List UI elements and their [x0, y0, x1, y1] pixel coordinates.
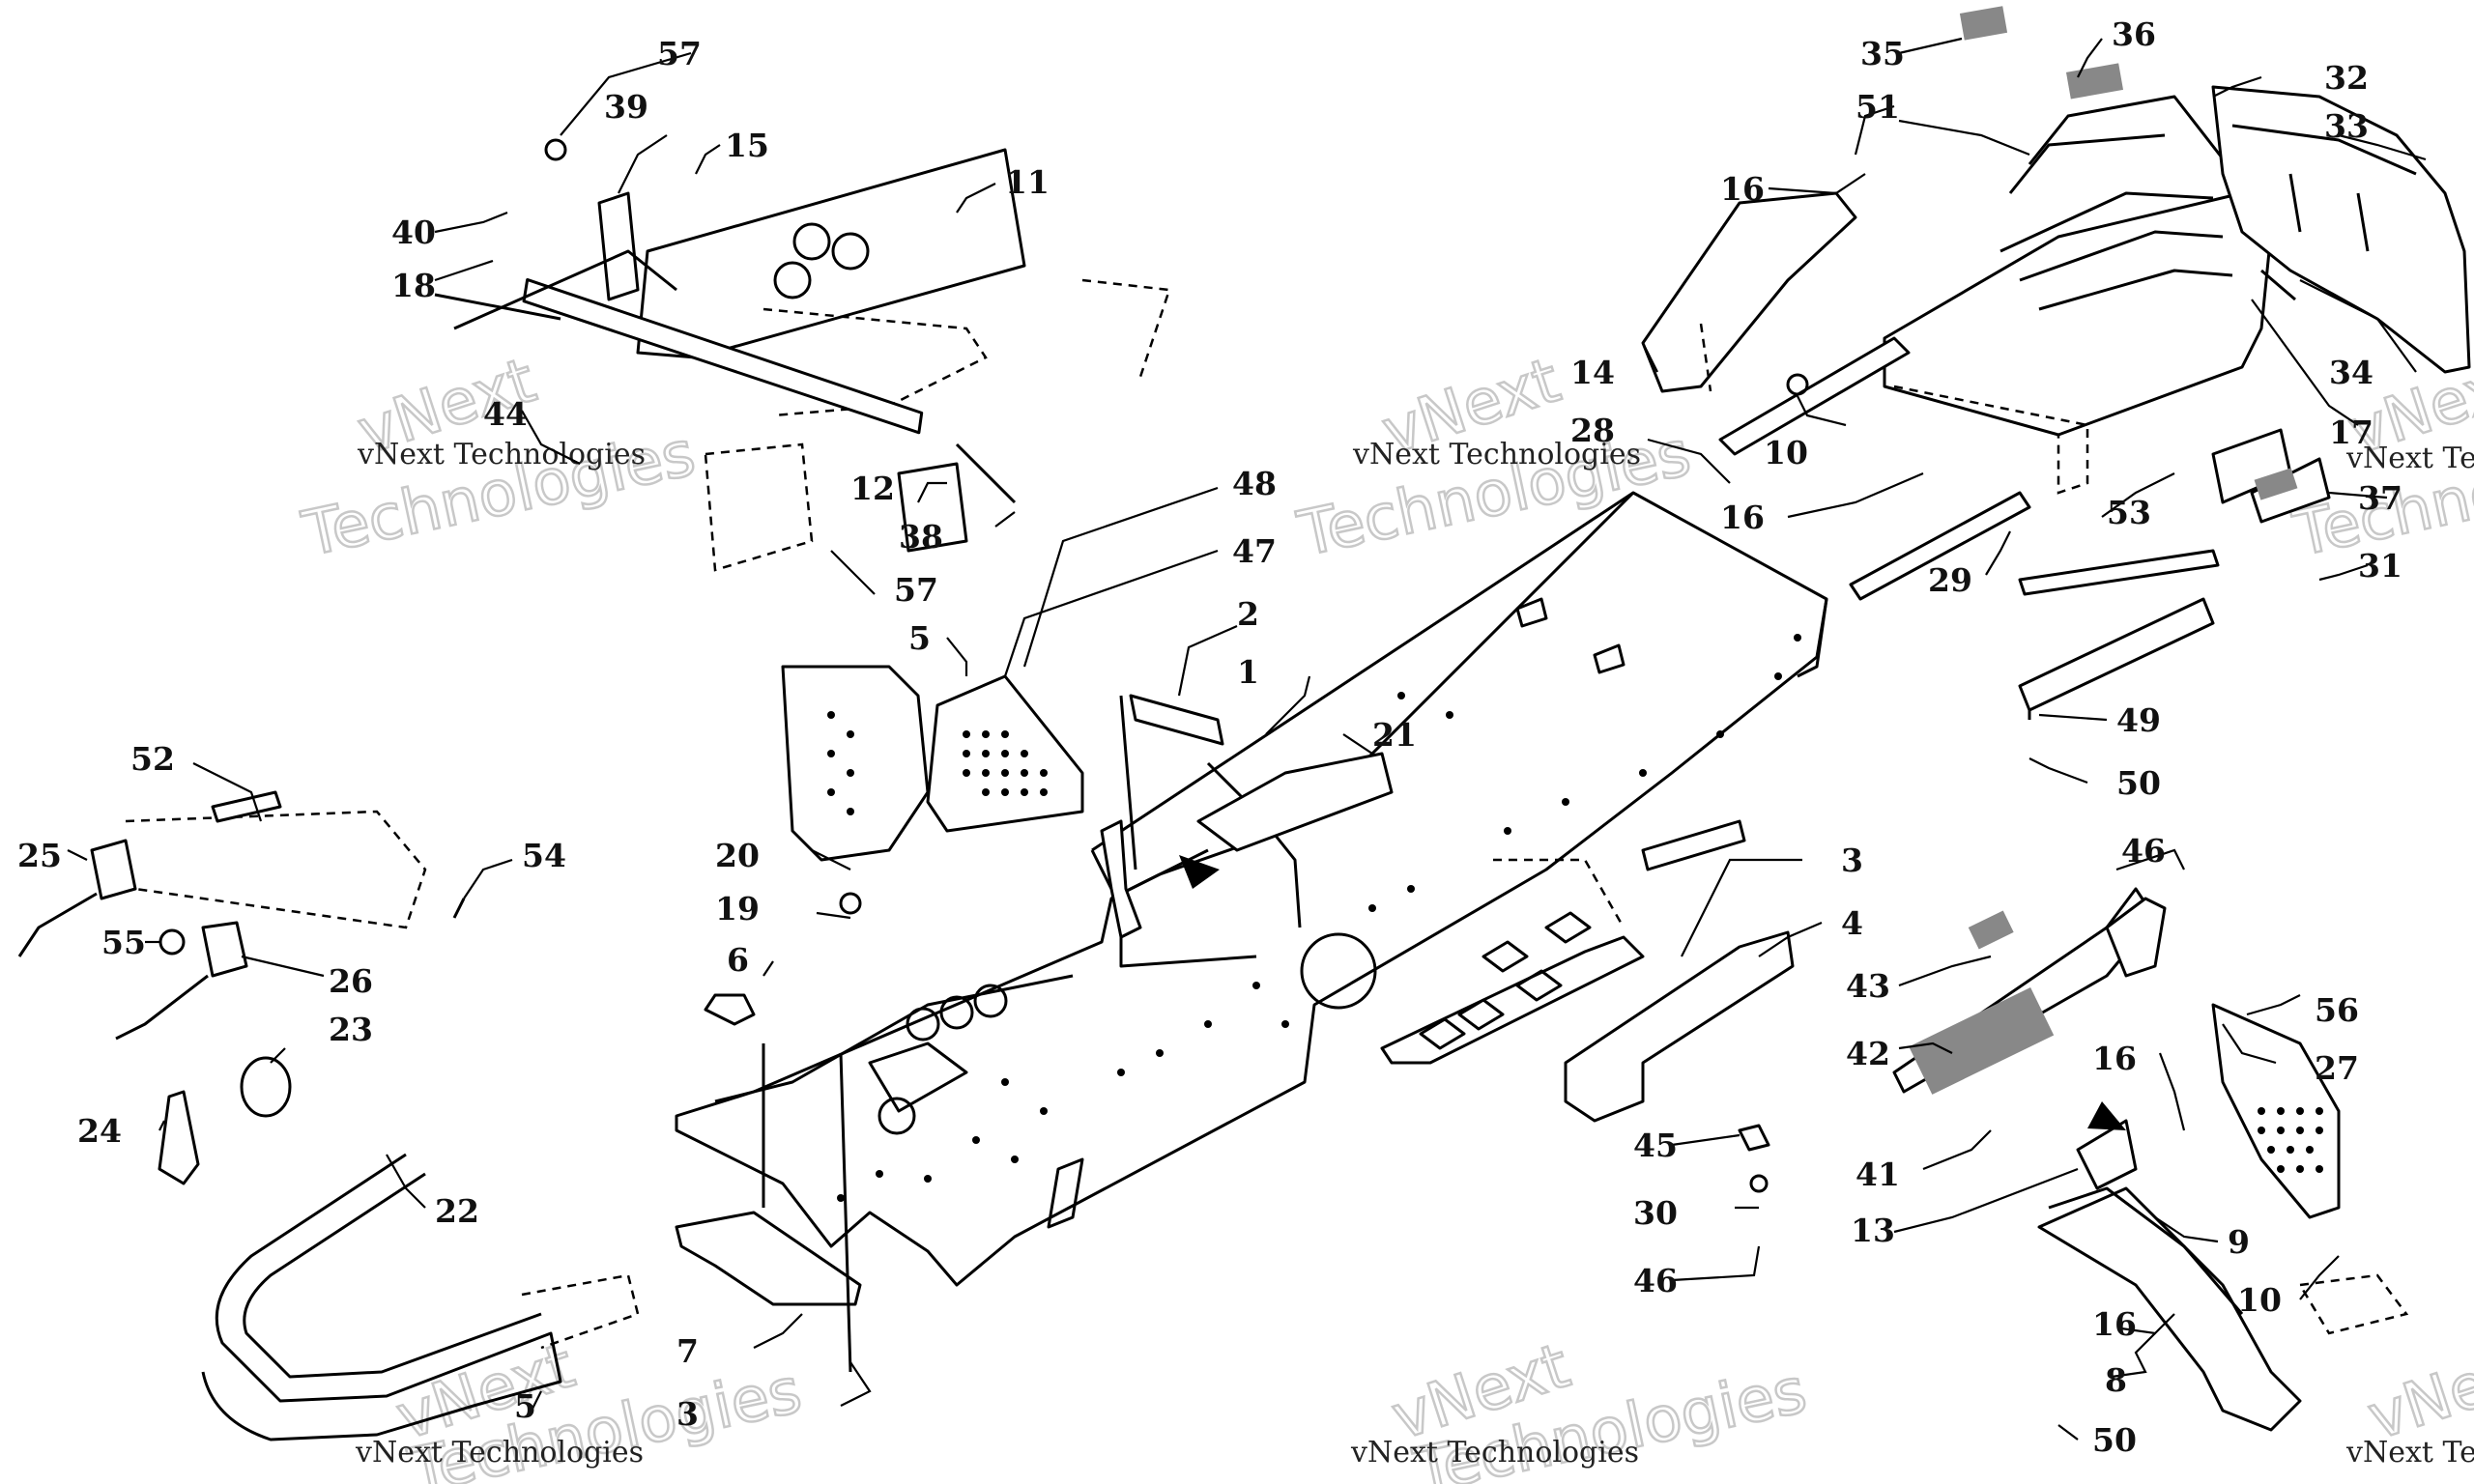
tail-light: [2211, 428, 2331, 524]
decals-top: [1959, 6, 2124, 100]
callout-4: 4: [1841, 904, 1863, 942]
callout-50-upper: 50: [2116, 764, 2161, 802]
callout-31: 31: [2358, 547, 2402, 585]
callout-45: 45: [1633, 1127, 1678, 1164]
watermark-bottom-right: vNext vNext Technologies: [2345, 1329, 2474, 1470]
watermark-text: vNext Technologies: [355, 1436, 644, 1470]
callout-15: 15: [725, 127, 769, 164]
callout-26: 26: [329, 962, 373, 1000]
running-board: [1380, 819, 1795, 1123]
callout-44: 44: [483, 395, 528, 433]
callout-2: 2: [1237, 595, 1259, 633]
callout-34: 34: [2329, 354, 2373, 391]
callout-52: 52: [130, 740, 175, 778]
callout-27: 27: [2315, 1049, 2359, 1087]
callout-32: 32: [2324, 59, 2369, 97]
watermark-text: vNext Technologies: [2345, 1436, 2474, 1470]
rear-cover: [2211, 85, 2471, 374]
callout-30: 30: [1633, 1194, 1678, 1232]
callout-54: 54: [522, 837, 566, 874]
callout-38: 38: [899, 518, 943, 556]
watermark-text: vNext Technologies: [1350, 1436, 1639, 1470]
chassis-frame: [675, 491, 1828, 1287]
callout-57-lower: 57: [894, 571, 938, 609]
watermark-left: vNext Technologies vNext Technologies: [296, 344, 703, 572]
watermark-text: vNext Technologies: [357, 438, 646, 471]
watermark-text: vNext Technologies: [1352, 438, 1641, 471]
callout-labels: 1 2 3 3 4 5 5 6 7 8 9 10 10 11 12 13 14 …: [17, 15, 2402, 1459]
callout-51: 51: [1856, 88, 1900, 126]
callout-28: 28: [1570, 412, 1615, 449]
callout-25: 25: [17, 837, 62, 874]
callout-5-lower: 5: [514, 1387, 536, 1425]
callout-41: 41: [1856, 1156, 1900, 1193]
callout-33: 33: [2324, 107, 2369, 145]
callout-43: 43: [1846, 967, 1890, 1005]
callout-16-right: 16: [2092, 1040, 2137, 1077]
callout-57-upper: 57: [657, 35, 702, 72]
callout-10-upper: 10: [1764, 434, 1808, 471]
callout-12: 12: [850, 470, 895, 507]
callout-18: 18: [391, 267, 436, 304]
callout-56: 56: [2315, 991, 2359, 1029]
callout-48: 48: [1232, 465, 1277, 502]
callout-47: 47: [1232, 532, 1277, 570]
leader-lines: [67, 37, 2427, 1441]
callout-37: 37: [2358, 479, 2402, 517]
callout-50-lower: 50: [2092, 1421, 2137, 1459]
callout-40: 40: [391, 214, 436, 251]
callout-5-upper: 5: [908, 619, 931, 657]
callout-20: 20: [715, 837, 760, 874]
watermark-bottom-center: vNext Technologies vNext Technologies: [1350, 1329, 1814, 1484]
callout-3-lower: 3: [676, 1395, 699, 1433]
callout-7: 7: [676, 1332, 699, 1370]
callout-53: 53: [2107, 494, 2151, 531]
floor-bracket: [675, 892, 862, 1373]
callout-3-upper: 3: [1841, 842, 1863, 879]
callout-16-top: 16: [1720, 170, 1765, 208]
callout-23: 23: [329, 1011, 373, 1048]
callout-16-mid: 16: [1720, 499, 1765, 536]
callout-1: 1: [1237, 653, 1259, 691]
watermark-right: vNext Technologies vNext Technologies: [2287, 344, 2474, 572]
callout-22: 22: [435, 1192, 479, 1230]
callout-10-lower: 10: [2237, 1281, 2282, 1319]
electrical-parts: [17, 790, 466, 1185]
callout-46-upper: 46: [2121, 832, 2166, 870]
hood-support: [781, 665, 1084, 862]
callout-49: 49: [2116, 701, 2161, 739]
callout-21: 21: [1372, 716, 1417, 754]
callout-35: 35: [1860, 35, 1905, 72]
step-panel-assembly: [1738, 887, 2409, 1432]
callout-24: 24: [77, 1112, 122, 1150]
callout-9: 9: [2228, 1223, 2250, 1261]
rear-rack: [1641, 95, 2273, 720]
steering-support: [434, 138, 1171, 1026]
callout-16-lower: 16: [2092, 1305, 2137, 1343]
callout-17: 17: [2329, 414, 2373, 451]
callout-6: 6: [727, 941, 749, 979]
callout-55: 55: [101, 924, 146, 961]
front-bumper: [201, 1153, 640, 1441]
callout-39: 39: [604, 88, 648, 126]
watermark-text: vNext Technologies: [2345, 442, 2474, 475]
callout-19: 19: [715, 890, 760, 928]
callout-11: 11: [1005, 163, 1050, 201]
watermark-bottom-left: vNext Technologies vNext Technologies: [355, 1329, 809, 1484]
callout-42: 42: [1846, 1035, 1890, 1072]
callout-13: 13: [1851, 1212, 1895, 1249]
callout-8: 8: [2105, 1361, 2127, 1399]
callout-46-lower: 46: [1633, 1262, 1678, 1299]
callout-14: 14: [1570, 354, 1615, 391]
callout-36: 36: [2112, 15, 2156, 53]
callout-29: 29: [1928, 561, 1972, 599]
